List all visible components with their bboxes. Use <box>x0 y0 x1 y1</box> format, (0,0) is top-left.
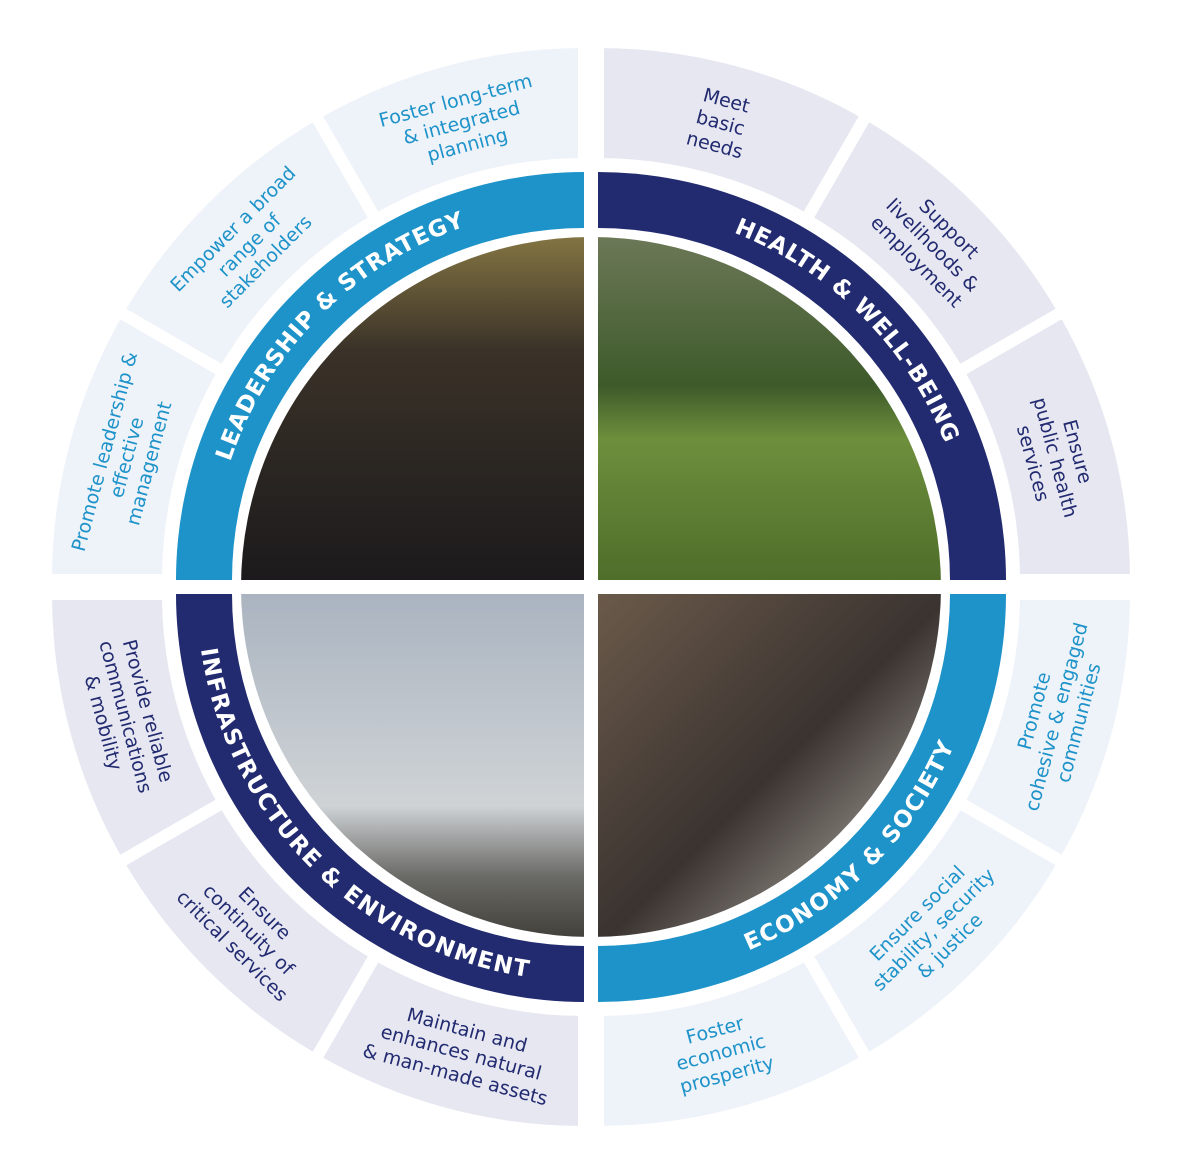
goal-label: Fostereconomicprosperity <box>666 1007 777 1098</box>
goal-segment <box>306 35 590 228</box>
goal-segment <box>592 946 876 1139</box>
goal-label: Supportlivelihoods &employment <box>865 178 1000 313</box>
goal-segment <box>950 302 1143 586</box>
goal-segment <box>39 588 232 872</box>
